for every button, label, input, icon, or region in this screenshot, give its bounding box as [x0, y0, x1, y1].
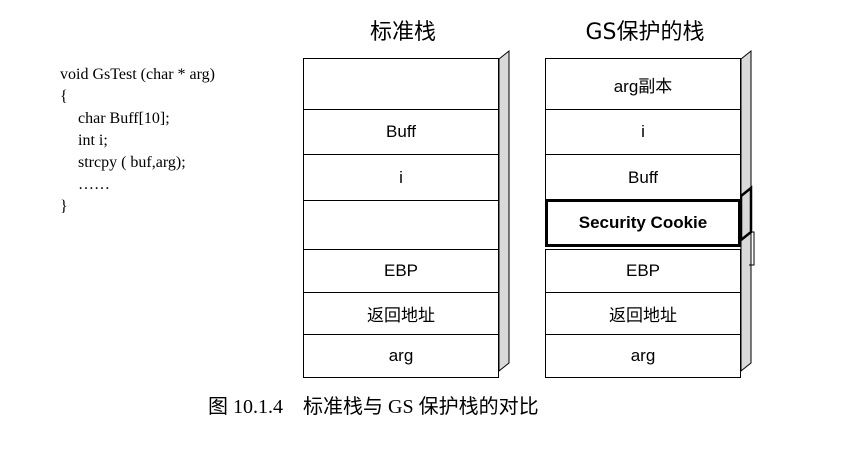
- standard-stack-cell: arg: [303, 334, 499, 378]
- code-line: {: [60, 88, 68, 105]
- gs-stack-cell: 返回地址: [545, 292, 741, 335]
- code-line: }: [60, 198, 68, 215]
- standard-stack-cell: [303, 200, 499, 250]
- standard-stack-cell: 返回地址: [303, 292, 499, 335]
- standard-stack-cell: [303, 58, 499, 110]
- code-line: int i;: [78, 132, 108, 149]
- gs-stack-depth-edge: [739, 49, 755, 373]
- figure-caption: 图 10.1.4 标准栈与 GS 保护栈的对比: [208, 396, 539, 418]
- code-line: strcpy ( buf,arg);: [78, 154, 186, 171]
- gs-stack-cell: i: [545, 109, 741, 155]
- security-cookie-cell: Security Cookie: [545, 199, 741, 247]
- gs-stack-cell: arg: [545, 334, 741, 378]
- code-line: void GsTest (char * arg): [60, 66, 215, 83]
- code-listing: void GsTest (char * arg) { char Buff[10]…: [60, 64, 215, 218]
- standard-stack-cell: i: [303, 154, 499, 201]
- gs-stack-cell: Buff: [545, 154, 741, 201]
- standard-stack-cell: EBP: [303, 249, 499, 293]
- standard-stack-cell: Buff: [303, 109, 499, 155]
- gs-stack-title: GS保护的栈: [585, 20, 705, 45]
- code-line: char Buff[10];: [78, 110, 170, 127]
- standard-stack-title: 标准栈: [369, 20, 436, 45]
- gs-stack-cell: EBP: [545, 249, 741, 293]
- gs-stack-cell: arg副本: [545, 58, 741, 110]
- standard-stack-depth-edge: [498, 49, 510, 373]
- code-line: ……: [78, 176, 110, 193]
